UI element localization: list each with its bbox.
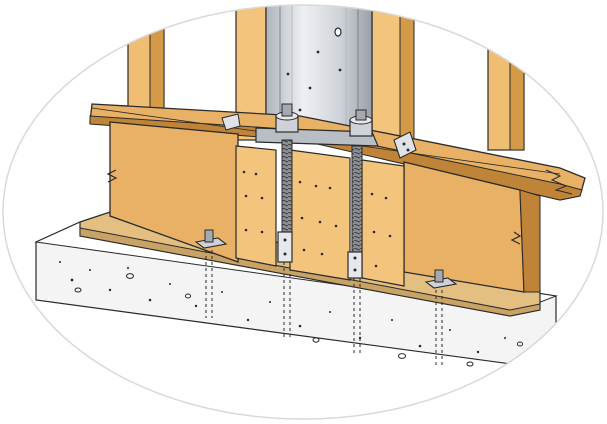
anchor-bolts <box>194 229 458 289</box>
oval-view <box>34 5 586 371</box>
oval-frame <box>2 4 604 420</box>
top-plate-break <box>545 169 573 195</box>
plywood-sheathing <box>235 145 405 287</box>
embedded-anchors <box>205 250 443 366</box>
break-lines <box>106 169 522 245</box>
hold-down-brackets <box>277 231 363 279</box>
wood-wall-panel <box>109 121 541 293</box>
framing-angle-connector <box>221 113 417 159</box>
